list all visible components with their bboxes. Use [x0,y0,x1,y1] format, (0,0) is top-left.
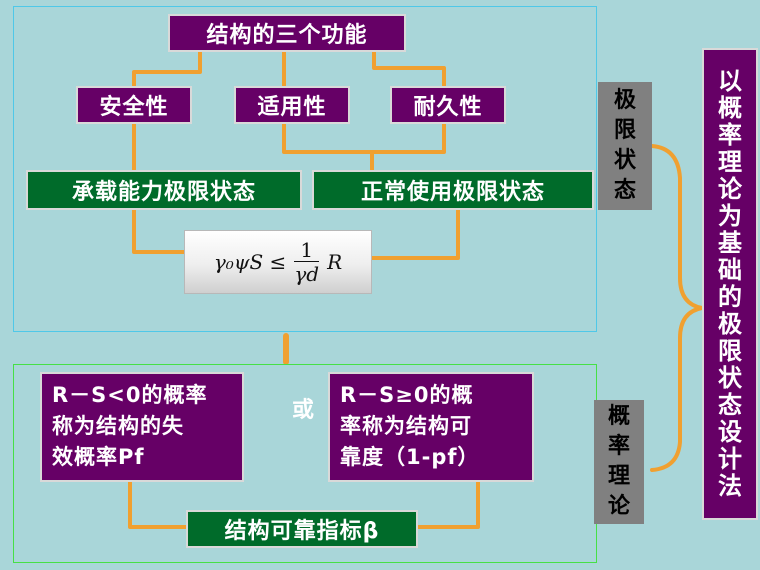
top-panel [13,6,597,332]
connector-title-durability [372,48,446,88]
limit-state-label: 极 限 状 态 [598,82,652,210]
connector-ultimate-formula [132,208,186,254]
connector-service-formula [370,208,460,260]
formula-numerator: 1 [294,239,320,262]
connector-failure-index [128,480,188,529]
formula-denominator: γd [294,261,320,286]
connector-functions-service-limit [282,122,446,154]
ultimate-limit-state: 承载能力极限状态 [26,170,302,210]
formula-rhs: R [327,250,343,274]
brace [650,144,704,472]
title-text: 结构的三个功能 [206,23,368,48]
formula-fraction: 1 γd [294,239,319,286]
function-safety: 安全性 [76,86,192,124]
serviceability-limit-state: 正常使用极限状态 [312,170,594,210]
connector-reliability-index [416,480,480,529]
reliability-index-box: 结构可靠指标β [186,510,418,548]
design-method-column: 以 概 率 理 论 为 基 础 的 极 限 状 态 设 计 法 [702,48,758,520]
or-label: 或 [292,398,315,423]
title-box: 结构的三个功能 [168,14,406,52]
formula-lhs: γ₀ψS ≤ [213,250,287,274]
failure-probability-box: R－S<0的概率 称为结构的失 效概率Pf [40,372,244,482]
design-formula: γ₀ψS ≤ 1 γd R [184,230,372,294]
connector-title-safety [132,48,202,88]
reliability-box: R－S≥0的概 率称为结构可 靠度（1-pf） [328,372,534,482]
probability-theory-label: 概 率 理 论 [594,400,644,524]
function-serviceability: 适用性 [234,86,350,124]
function-durability: 耐久性 [390,86,506,124]
